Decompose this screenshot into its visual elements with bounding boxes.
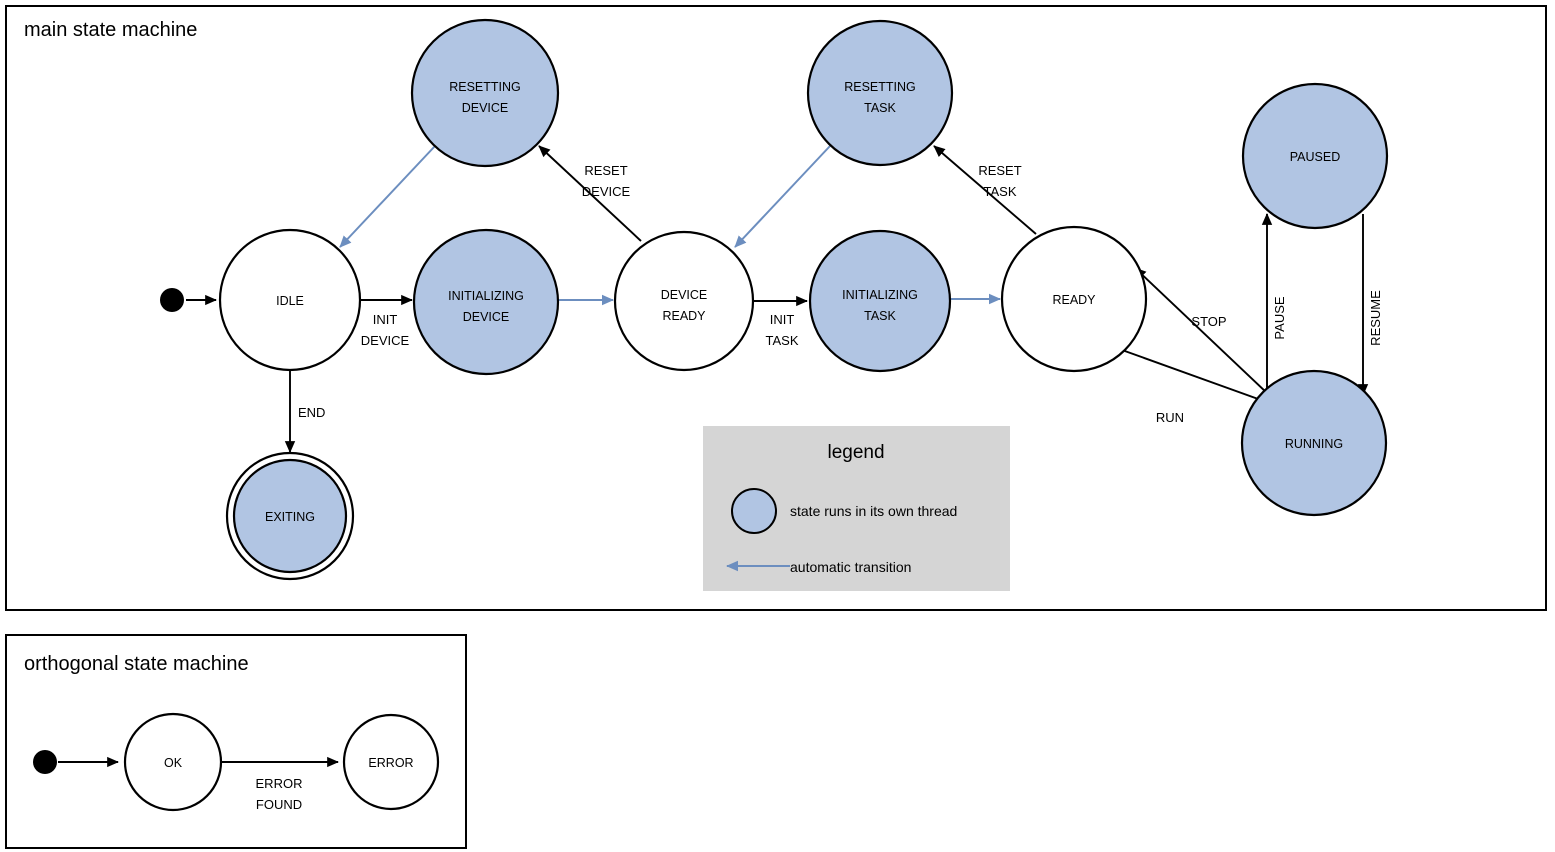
orthogonal-initial-state-marker	[33, 750, 57, 774]
legend-entry-threaded-state-text: state runs in its own thread	[790, 503, 957, 519]
edge-label-pause: PAUSE	[1272, 296, 1287, 339]
main-states-layer: IDLE RESETTING DEVICE INITIALIZING DEVIC…	[160, 18, 1389, 581]
state-error-label: ERROR	[368, 756, 413, 770]
state-idle[interactable]: IDLE	[218, 228, 362, 372]
state-ready-label: READY	[1052, 293, 1096, 307]
state-idle-shape[interactable]	[218, 228, 362, 372]
state-paused[interactable]: PAUSED	[1241, 82, 1389, 230]
state-initializing-task-label-line1: INITIALIZING	[842, 288, 918, 302]
state-resetting-task-label-line1: RESETTING	[844, 80, 916, 94]
edge-label-reset-device-line1: RESET	[584, 163, 627, 178]
transition-running-to-ready	[1134, 267, 1268, 394]
state-running[interactable]: RUNNING	[1240, 369, 1388, 517]
edge-label-init-device-line1: INIT	[373, 312, 398, 327]
state-paused-label: PAUSED	[1290, 150, 1340, 164]
edge-label-end: END	[298, 405, 325, 420]
edge-label-stop: STOP	[1191, 314, 1226, 329]
state-running-shape[interactable]	[1240, 369, 1388, 517]
transition-resetting-task-to-device-ready	[734, 145, 831, 248]
state-device-ready-label-line2: READY	[662, 309, 706, 323]
state-resetting-device-label-line1: RESETTING	[449, 80, 521, 94]
orthogonal-state-machine-container: orthogonal state machine OK ERROR ERROR …	[5, 634, 467, 849]
transition-ready-to-running	[1121, 349, 1273, 406]
state-ok[interactable]: OK	[123, 712, 223, 812]
edge-label-reset-device-line2: DEVICE	[582, 184, 631, 199]
edge-label-resume: RESUME	[1368, 290, 1383, 346]
state-ok-label: OK	[164, 756, 183, 770]
state-initializing-task[interactable]: INITIALIZING TASK	[808, 229, 952, 373]
edge-label-reset-task-line1: RESET	[978, 163, 1021, 178]
state-device-ready[interactable]: DEVICE READY	[613, 230, 755, 372]
legend-panel: legend state runs in its own thread auto…	[703, 426, 1010, 591]
state-resetting-device-label-line2: DEVICE	[462, 101, 509, 115]
state-resetting-task-shape[interactable]	[806, 19, 954, 167]
legend-entry-auto-transition-text: automatic transition	[790, 559, 911, 575]
state-initializing-device[interactable]: INITIALIZING DEVICE	[412, 228, 560, 376]
edge-label-error-found-line1: ERROR	[256, 776, 303, 791]
state-exiting-shape[interactable]	[232, 458, 348, 574]
main-machine-title: main state machine	[24, 19, 197, 41]
state-paused-shape[interactable]	[1241, 82, 1389, 230]
state-ok-shape[interactable]	[123, 712, 223, 812]
state-initializing-device-shape[interactable]	[412, 228, 560, 376]
edge-label-run: RUN	[1156, 410, 1184, 425]
state-resetting-task[interactable]: RESETTING TASK	[806, 19, 954, 167]
transition-ready-to-resetting-task	[933, 145, 1037, 235]
state-resetting-device[interactable]: RESETTING DEVICE	[410, 18, 560, 168]
edge-label-init-device-line2: DEVICE	[361, 333, 410, 348]
state-initializing-task-label-line2: TASK	[864, 309, 896, 323]
state-error-shape[interactable]	[342, 713, 440, 811]
threaded-state-swatch-icon	[731, 488, 777, 534]
state-running-label: RUNNING	[1285, 437, 1343, 451]
state-exiting-label: EXITING	[265, 510, 315, 524]
state-ready[interactable]: READY	[1000, 225, 1148, 373]
state-resetting-task-label-line2: TASK	[864, 101, 896, 115]
transition-device-ready-to-resetting-device	[538, 145, 642, 242]
state-resetting-device-shape[interactable]	[410, 18, 560, 168]
state-exiting[interactable]: EXITING	[225, 451, 355, 581]
legend-title: legend	[827, 442, 884, 463]
main-transition-labels-layer: INIT DEVICE RESET DEVICE INIT TASK RESET…	[298, 163, 1383, 425]
state-device-ready-label-line1: DEVICE	[661, 288, 708, 302]
initial-state-marker	[160, 288, 184, 312]
state-initializing-device-label-line1: INITIALIZING	[448, 289, 524, 303]
edge-label-init-task-line2: TASK	[766, 333, 799, 348]
edge-label-reset-task-line2: TASK	[984, 184, 1017, 199]
edge-label-init-task-line1: INIT	[770, 312, 795, 327]
state-ready-shape[interactable]	[1000, 225, 1148, 373]
state-device-ready-shape[interactable]	[613, 230, 755, 372]
state-initializing-device-label-line2: DEVICE	[463, 310, 510, 324]
main-transitions-layer	[186, 145, 1369, 453]
orthogonal-machine-title: orthogonal state machine	[24, 653, 249, 675]
state-idle-label: IDLE	[276, 294, 304, 308]
edge-label-error-found-line2: FOUND	[256, 797, 302, 812]
state-error[interactable]: ERROR	[342, 713, 440, 811]
state-initializing-task-shape[interactable]	[808, 229, 952, 373]
transition-resetting-device-to-idle	[339, 145, 436, 248]
